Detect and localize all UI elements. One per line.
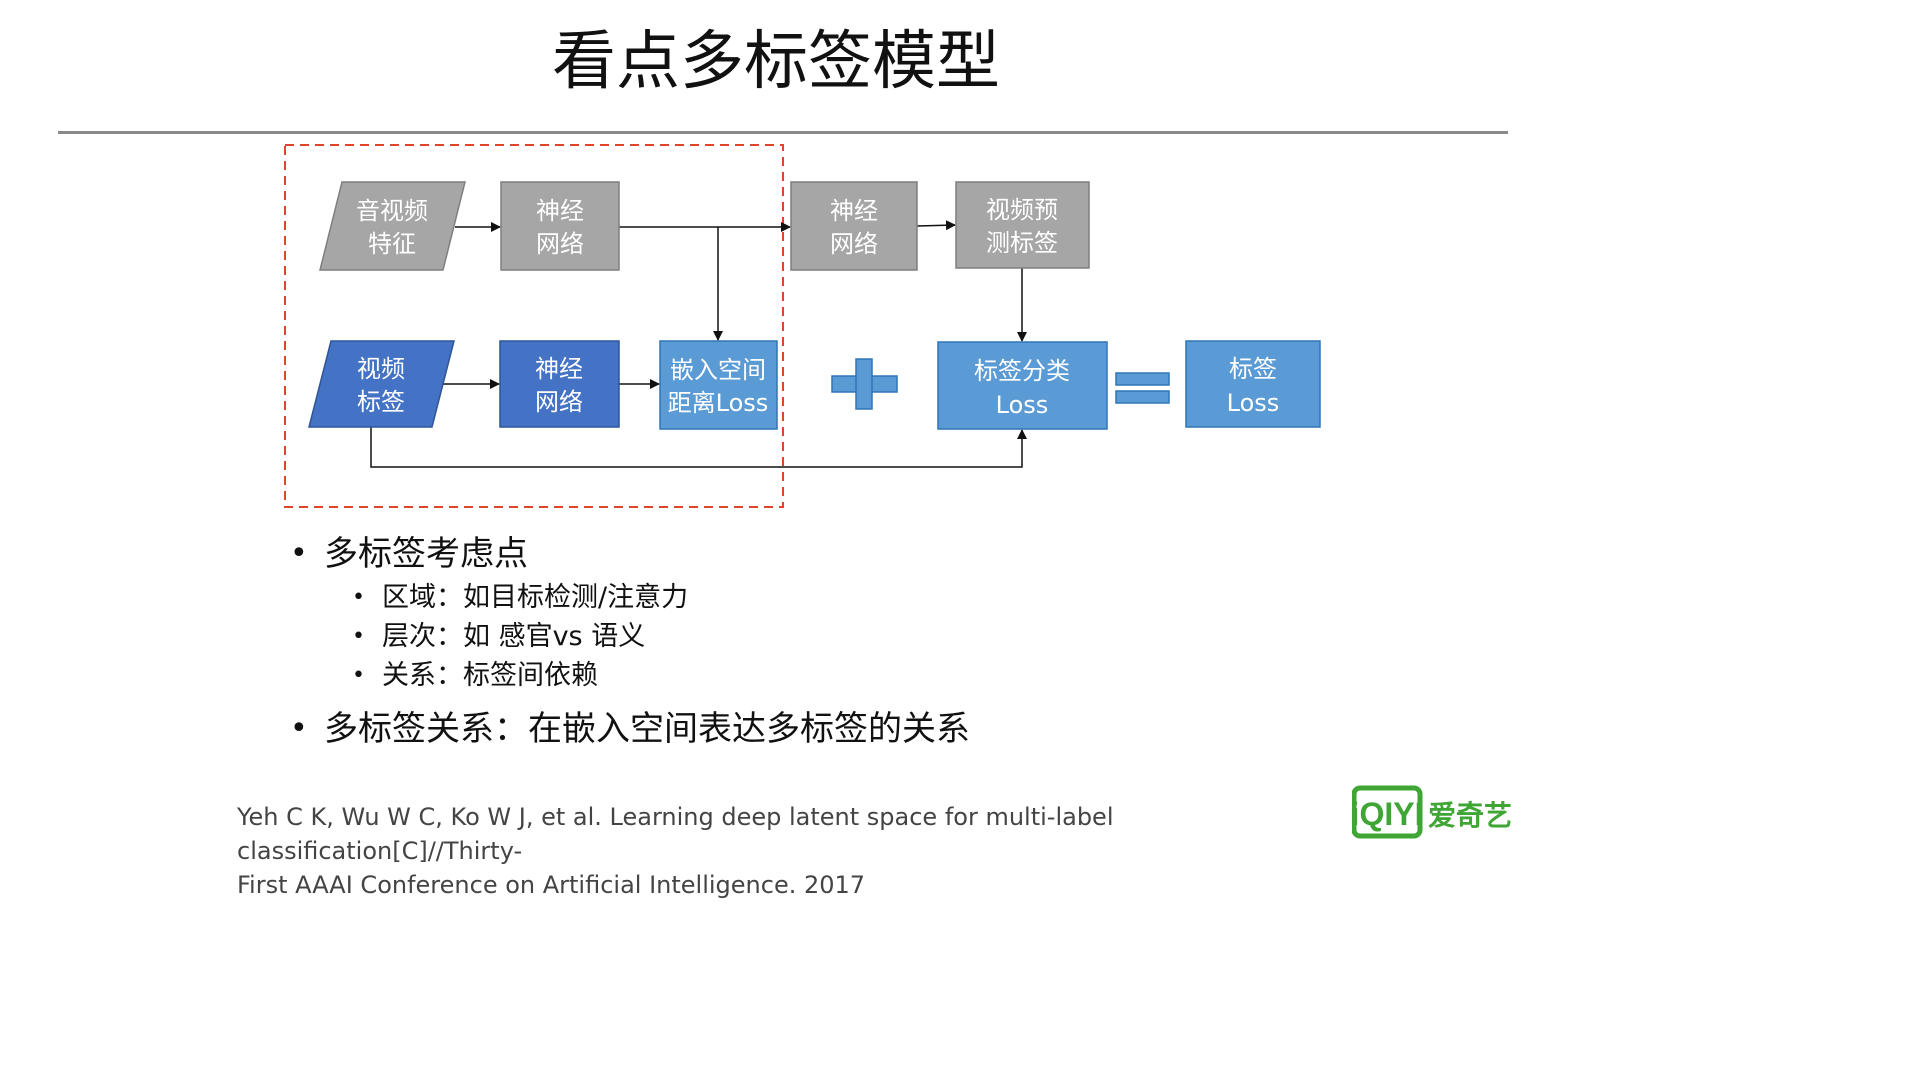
bullet-list: 多标签考虑点 区域：如目标检测/注意力 层次：如 感官vs 语义 关系：标签间依… [290, 532, 970, 753]
neural-network-top-box [500, 181, 620, 271]
neural-network-right-box [790, 181, 918, 271]
audio-video-features-box [319, 181, 466, 271]
embedding-distance-loss-line1: 嵌入空间 [670, 356, 766, 384]
citation-line1: Yeh C K, Wu W C, Ko W J, et al. Learning… [237, 803, 1114, 865]
arrow-nn-to-prediction [916, 220, 956, 231]
page-title: 看点多标签模型 [552, 25, 1000, 99]
iqiyi-logo: iQIYI 爱奇艺 [1352, 785, 1512, 839]
neural-network-right-line2: 网络 [830, 230, 878, 258]
label-classification-loss-line1: 标签分类 [974, 357, 1070, 385]
logo-mark: iQIYI [1352, 796, 1423, 832]
embedding-distance-loss-line2: 距离Loss [668, 389, 769, 417]
embedding-distance-loss-box [659, 340, 778, 430]
video-predicted-labels-box [955, 181, 1090, 269]
logo-text: 爱奇艺 [1428, 799, 1512, 832]
video-labels-line2: 标签 [357, 388, 405, 416]
citation: Yeh C K, Wu W C, Ko W J, et al. Learning… [237, 800, 1317, 902]
neural-network-right-line1: 神经 [830, 197, 878, 225]
neural-network-bottom-line2: 网络 [535, 388, 583, 416]
bullet-multilabel-considerations: 多标签考虑点 [290, 532, 970, 576]
embedding-region-dashed-box [284, 144, 784, 508]
label-loss-line1: 标签 [1229, 355, 1277, 383]
video-predicted-labels-line2: 测标签 [986, 229, 1058, 257]
neural-network-top-line1: 神经 [536, 197, 584, 225]
sub-bullet-hierarchy: 层次：如 感官vs 语义 [290, 617, 970, 656]
citation-line2: First AAAI Conference on Artificial Inte… [237, 871, 866, 899]
plus-icon [831, 358, 898, 410]
neural-network-bottom-line1: 神经 [535, 355, 583, 383]
bullet-multilabel-relations: 多标签关系：在嵌入空间表达多标签的关系 [290, 707, 970, 751]
label-classification-loss-box [937, 341, 1108, 430]
neural-network-bottom-box [499, 340, 620, 428]
sub-bullet-relation: 关系：标签间依赖 [290, 656, 970, 695]
model-diagram: 音视频 特征 神经 网络 神经 网络 视频预 测标签 视频 标签 神经 网络 嵌… [284, 144, 1321, 508]
video-labels-line1: 视频 [357, 355, 405, 383]
arrow-labels-to-class-loss [370, 427, 1027, 468]
audio-video-features-line1: 音视频 [356, 197, 428, 225]
audio-video-features-line2: 特征 [368, 230, 416, 258]
label-loss-box [1185, 340, 1321, 428]
label-loss-line2: Loss [1227, 389, 1280, 417]
equals-icon [1115, 372, 1170, 404]
sub-bullet-region: 区域：如目标检测/注意力 [290, 578, 970, 617]
video-labels-box [308, 340, 455, 428]
title-divider [58, 131, 1508, 134]
label-classification-loss-line2: Loss [996, 391, 1049, 419]
neural-network-top-line2: 网络 [536, 230, 584, 258]
video-predicted-labels-line1: 视频预 [986, 196, 1058, 224]
